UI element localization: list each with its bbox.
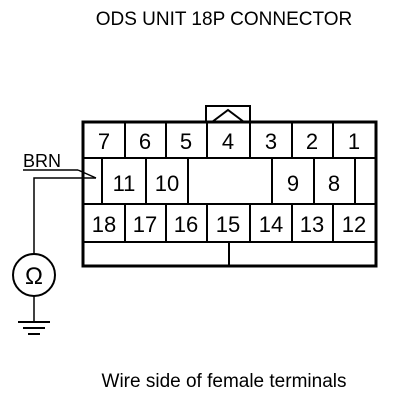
ohmmeter-icon: Ω (12, 253, 56, 297)
pin-15: 15 (216, 212, 240, 237)
pin-row-3: 18 17 16 15 14 13 12 (92, 212, 366, 237)
pin-5: 5 (180, 129, 192, 154)
ground-icon (18, 296, 50, 335)
pin-16: 16 (174, 212, 198, 237)
pin-2: 2 (306, 129, 318, 154)
pin-1: 1 (348, 129, 360, 154)
pin-6: 6 (139, 129, 151, 154)
pin-14: 14 (259, 212, 283, 237)
diagram-caption: Wire side of female terminals (102, 371, 347, 392)
pin-9: 9 (287, 171, 299, 196)
pin-12: 12 (342, 212, 366, 237)
pin-11: 11 (113, 171, 136, 196)
pin-17: 17 (133, 212, 157, 237)
pin-row-2: 11 10 9 8 (113, 171, 341, 196)
pin-4: 4 (222, 129, 234, 154)
diagram-title: ODS UNIT 18P CONNECTOR (96, 9, 353, 30)
connector-lock-tab-icon (205, 105, 251, 123)
pin-10: 10 (155, 171, 179, 196)
ohm-symbol: Ω (25, 263, 43, 290)
connector-body (81, 120, 378, 268)
pin-18: 18 (92, 212, 116, 237)
pin-7: 7 (98, 129, 110, 154)
pin-3: 3 (265, 129, 277, 154)
wire-label-brn: BRN (23, 151, 61, 171)
pin-13: 13 (300, 212, 324, 237)
pin-row-1: 7 6 5 4 3 2 1 (98, 129, 360, 154)
pin-8: 8 (328, 171, 340, 196)
probe-wire (23, 169, 97, 254)
